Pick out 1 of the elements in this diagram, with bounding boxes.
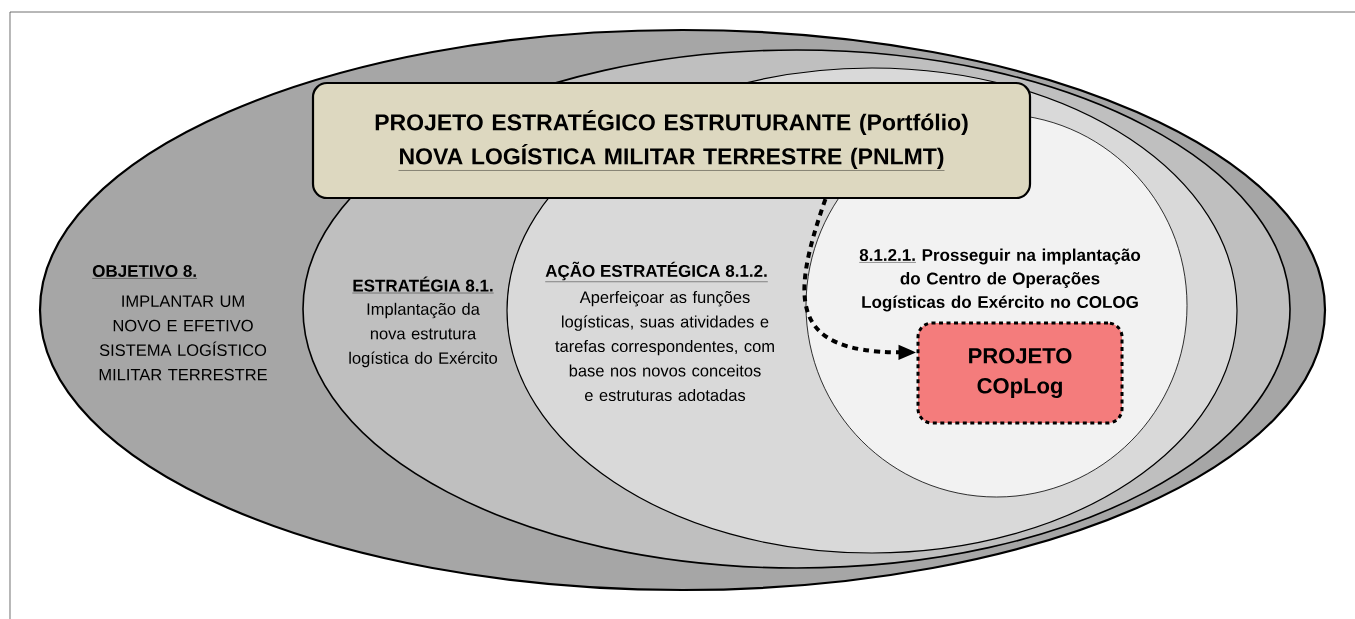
- project-box: PROJETO COpLog: [916, 321, 1124, 425]
